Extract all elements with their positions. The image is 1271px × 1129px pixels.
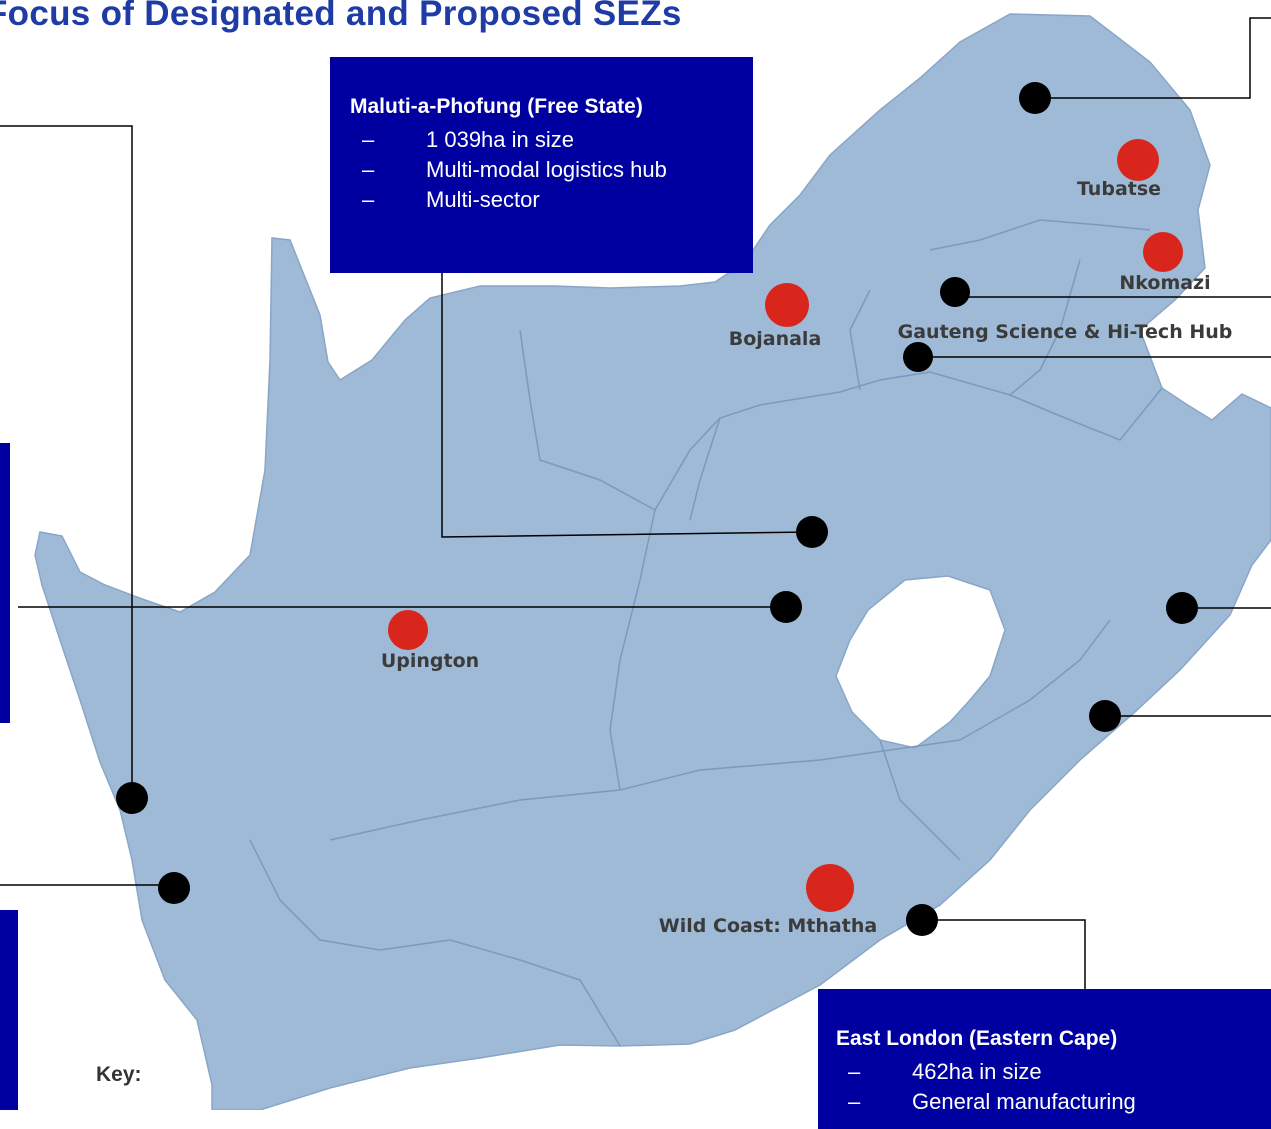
maluti-box-title: Maluti-a-Phofung (Free State) [350,95,643,118]
east-london-box-title: East London (Eastern Cape) [836,1027,1118,1050]
label-gauteng: Gauteng Science & Hi-Tech Hub [898,321,1233,343]
marker-richards-bay [1089,700,1121,732]
marker-gauteng-1 [940,277,970,307]
east-london-item-size: 462ha in size [836,1057,1271,1087]
marker-wild-coast [806,864,854,912]
marker-atlantis [158,872,190,904]
marker-upington [388,610,428,650]
maluti-item-hub: Multi-modal logistics hub [350,155,753,185]
label-upington: Upington [381,650,479,672]
proposed-markers [388,139,1183,912]
lesotho [835,575,1006,749]
designated-markers [116,82,1198,936]
maluti-box-list: 1 039ha in size Multi-modal logistics hu… [350,125,753,215]
label-tubatse: Tubatse [1077,178,1161,200]
marker-saldanha [116,782,148,814]
left-lower-info-box-partial [0,910,18,1110]
east-london-item-manufacturing: General manufacturing [836,1087,1271,1117]
marker-nkomazi [1143,232,1183,272]
marker-bojanala [765,283,809,327]
marker-gauteng-2 [903,342,933,372]
east-london-info-box: East London (Eastern Cape) 462ha in size… [818,989,1271,1129]
page-title: Focus of Designated and Proposed SEZs [0,0,682,33]
maluti-item-size: 1 039ha in size [350,125,753,155]
marker-east-london [906,904,938,936]
marker-durban [1166,592,1198,624]
marker-tubatse [1117,139,1159,181]
label-wild-coast: Wild Coast: Mthatha [659,915,877,937]
key-label: Key: [96,1063,142,1086]
east-london-box-list: 462ha in size General manufacturing [836,1057,1271,1117]
province-borders [249,219,1163,1047]
left-info-box-partial [0,443,10,723]
maluti-item-sector: Multi-sector [350,185,753,215]
marker-coega [770,591,802,623]
label-bojanala: Bojanala [729,328,822,350]
leader-lines [0,17,1271,989]
label-nkomazi: Nkomazi [1119,272,1210,294]
marker-north [1019,82,1051,114]
marker-maluti [796,516,828,548]
maluti-info-box: Maluti-a-Phofung (Free State) 1 039ha in… [330,57,753,273]
